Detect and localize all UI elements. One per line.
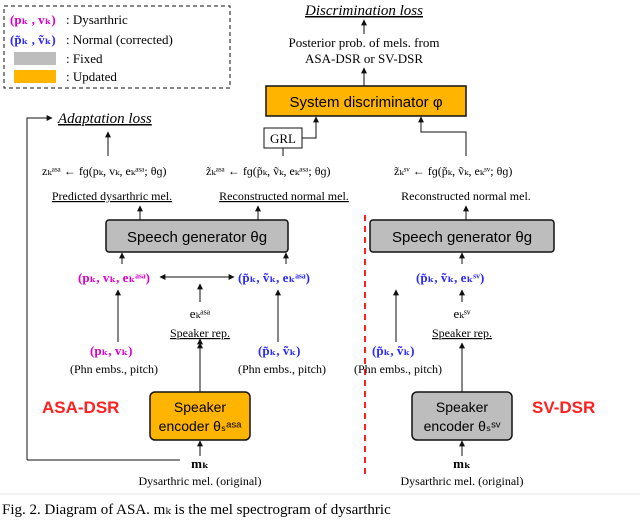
arrow-sv-to-discriminator [418,116,467,156]
legend-dysarthric-symbol: (pₖ , vₖ) [10,12,56,27]
discrimination-loss-title: Discrimination loss [304,3,423,19]
arrow-grl-to-discriminator [302,116,319,139]
asa-speaker-rep-label: Speaker rep. [170,326,230,340]
legend-normal-symbol: (p̃ₖ , ṽₖ) [10,32,56,47]
asa-tuple-normal: (p̃ₖ, ṽₖ, eₖᵃˢᵃ) [238,270,310,285]
asa-reconstructed-equation: z̃ₖᵃˢᵃ ← fɡ(p̃ₖ, ṽₖ, eₖᵃˢᵃ; θɡ) [206,164,330,178]
asa-phn-left: (Phn embs., pitch) [70,362,158,376]
legend-fixed-label: : Fixed [66,51,103,66]
posterior-line-1: Posterior prob. of mels. from [289,35,440,50]
legend-fixed-swatch [14,52,56,65]
sv-encoder-line2: encoder θₛˢᵛ [424,418,501,434]
sv-speech-generator-box [369,219,555,253]
sv-dsr-label: SV-DSR [532,398,595,417]
asa-speech-generator-box [105,219,289,253]
asa-pv-normal: (p̃ₖ, ṽₖ) [258,343,301,358]
sv-pv-normal: (p̃ₖ, ṽₖ) [372,343,415,358]
legend-border [3,5,231,89]
asa-mel: mₖ [191,456,209,471]
sv-mel: mₖ [453,456,471,471]
asa-encoder-line1: Speaker [174,399,226,415]
asa-predicted-equation: zₖᵃˢᵃ ← fɡ(pₖ, vₖ, eₖᵃˢᵃ; θɡ) [42,164,166,178]
asa-mel-label: Dysarthric mel. (original) [139,474,262,488]
asa-reconstructed-label: Reconstructed normal mel. [219,189,349,203]
legend-updated-swatch [14,70,56,83]
system-discriminator-label: System discriminator φ [289,94,442,111]
sv-reconstructed-label: Reconstructed normal mel. [401,189,531,203]
sv-speaker-rep-label: Speaker rep. [432,326,492,340]
legend: (pₖ , vₖ) : Dysarthric (p̃ₖ , ṽₖ) : Nor… [3,5,231,89]
grl-label: GRL [270,131,296,146]
asa-encoder-line2: encoder θₛᵃˢᵃ [159,418,242,434]
asa-speech-generator-label: Speech generator θɡ [127,229,267,246]
posterior-line-2: ASA-DSR or SV-DSR [305,51,423,66]
asa-tuple-dysarthric: (pₖ, vₖ, eₖᵃˢᵃ) [78,270,150,285]
sv-encoder-line1: Speaker [436,399,488,415]
system-discriminator-box [265,85,467,117]
figure-caption: Fig. 2. Diagram of ASA. mₖ is the mel sp… [2,502,391,518]
sv-phn: (Phn embs., pitch) [354,362,442,376]
legend-updated-label: : Updated [66,69,117,84]
legend-dysarthric-label: : Dysarthric [66,12,128,27]
asa-phn-right: (Phn embs., pitch) [238,362,326,376]
sv-speaker-embedding: eₖˢᵛ [453,306,470,321]
asa-predicted-label: Predicted dysarthric mel. [52,189,172,203]
sv-mel-label: Dysarthric mel. (original) [401,474,524,488]
asa-speaker-embedding: eₖᵃˢᵃ [190,306,211,321]
arrow-mel-to-adaptation-loss [26,115,53,460]
legend-normal-label: : Normal (corrected) [66,32,173,47]
sv-reconstructed-equation: z̃ₖˢᵛ ← fɡ(p̃ₖ, ṽₖ, eₖˢᵛ; θɡ) [394,164,512,178]
sv-speech-generator-label: Speech generator θɡ [392,229,532,246]
asa-dsr-label: ASA-DSR [42,398,119,417]
asa-pv-dysarthric: (pₖ, vₖ) [90,343,133,358]
adaptation-loss-title: Adaptation loss [57,111,152,127]
sv-tuple-normal: (p̃ₖ, ṽₖ, eₖˢᵛ) [416,270,484,285]
